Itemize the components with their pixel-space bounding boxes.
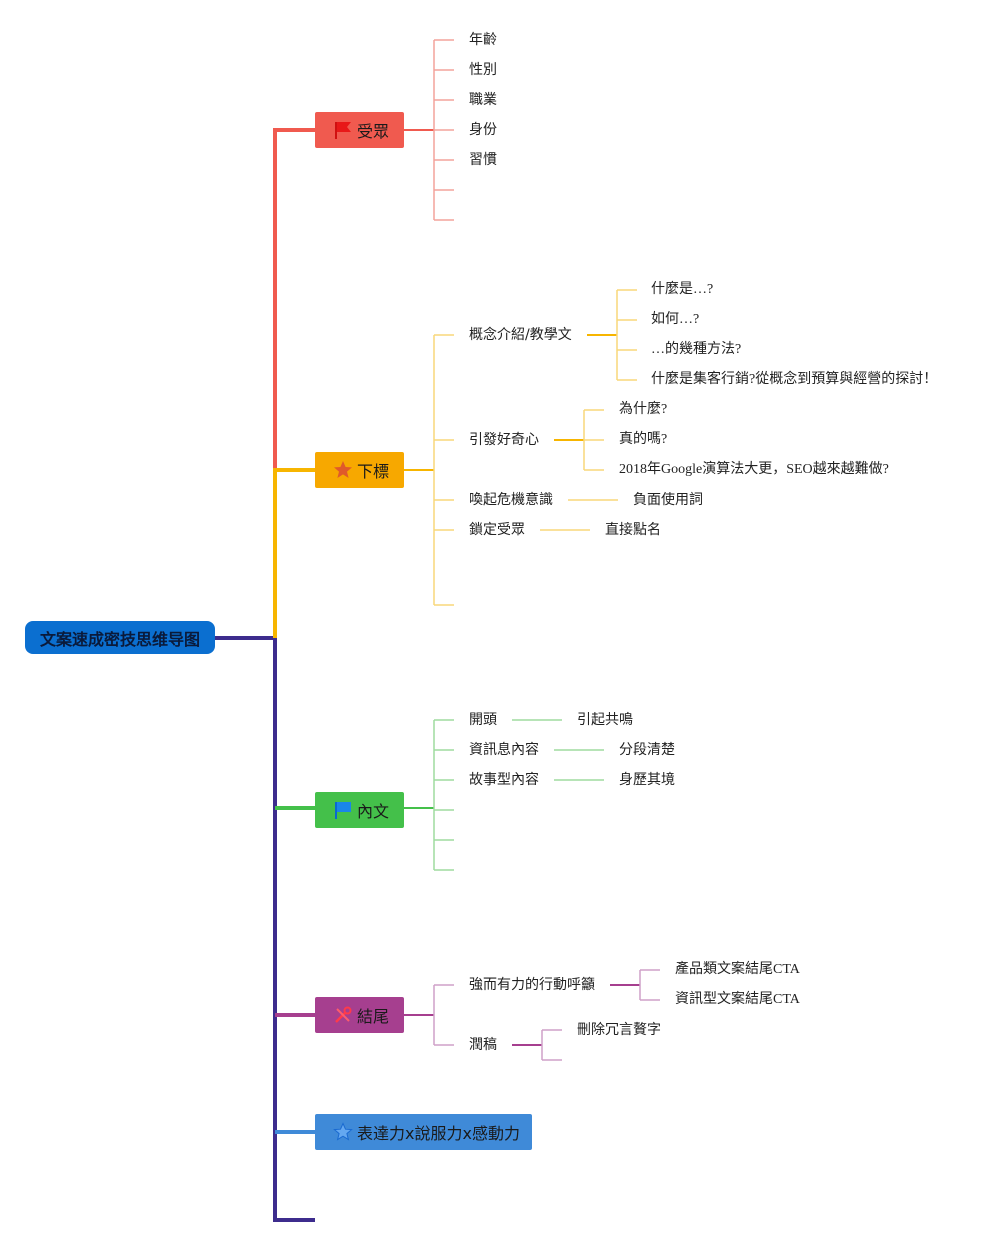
blue-flag-icon	[335, 802, 351, 819]
node-headline-label: 下標	[357, 462, 390, 481]
concept-item-inbound[interactable]: 什麼是集客行銷?從概念到預算與經營的探討！	[651, 372, 938, 387]
node-audience[interactable]: 受眾	[315, 112, 404, 148]
node-ending-label: 結尾	[357, 1007, 390, 1026]
body-item-immersive[interactable]: 身歷其境	[619, 772, 675, 788]
headline-curiosity-topic[interactable]: 引發好奇心	[469, 432, 539, 448]
audience-item-habit[interactable]: 習慣	[469, 152, 497, 168]
star-icon	[334, 461, 352, 478]
node-body-label: 內文	[357, 802, 390, 821]
crisis-item-negative[interactable]: 負面使用詞	[633, 492, 703, 508]
ending-lines	[275, 969, 660, 1061]
audience-lines	[273, 39, 454, 470]
node-body[interactable]: 內文	[315, 792, 404, 828]
body-item-paragraphs[interactable]: 分段清楚	[619, 742, 675, 758]
audience-item-gender[interactable]: 性別	[469, 62, 497, 78]
ending-polish-topic[interactable]: 潤稿	[469, 1037, 497, 1053]
curiosity-item-really[interactable]: 真的嗎?	[619, 432, 668, 447]
root-topic[interactable]: 文案速成密技思维导图	[25, 621, 215, 654]
headline-concept-topic[interactable]: 概念介紹/教學文	[469, 327, 572, 343]
audience-item-age[interactable]: 年齡	[469, 32, 497, 48]
headline-crisis-topic[interactable]: 喚起危機意識	[469, 492, 553, 508]
concept-item-methods[interactable]: …的幾種方法?	[651, 342, 742, 357]
headline-lines	[273, 289, 637, 638]
audience-item-job[interactable]: 職業	[469, 92, 497, 108]
node-express[interactable]: 表達力x說服力x感動力	[315, 1114, 532, 1150]
star-outline-icon	[333, 1122, 353, 1141]
concept-item-how[interactable]: 如何…?	[651, 312, 700, 327]
target-item-name[interactable]: 直接點名	[605, 522, 661, 538]
node-audience-label: 受眾	[357, 122, 390, 141]
node-headline[interactable]: 下標	[315, 452, 404, 488]
cta-item-info[interactable]: 資訊型文案結尾CTA	[675, 992, 800, 1007]
curiosity-item-google[interactable]: 2018年Google演算法大更，SEO越來越難做?	[619, 462, 889, 477]
node-ending[interactable]: 結尾	[315, 997, 404, 1033]
concept-item-what[interactable]: 什麼是…?	[651, 282, 714, 297]
body-topic-story[interactable]: 故事型內容	[469, 772, 539, 788]
red-flag-icon	[335, 122, 351, 139]
body-topic-info[interactable]: 資訊息內容	[469, 742, 539, 758]
node-express-label: 表達力x說服力x感動力	[357, 1124, 520, 1143]
body-item-resonance[interactable]: 引起共鳴	[577, 712, 633, 728]
cta-item-product[interactable]: 產品類文案結尾CTA	[675, 962, 800, 977]
curiosity-item-why[interactable]: 為什麼?	[619, 402, 668, 417]
root-label: 文案速成密技思维导图	[39, 629, 200, 649]
polish-item-trim[interactable]: 刪除冗言贅字	[577, 1022, 661, 1038]
audience-item-identity[interactable]: 身份	[469, 122, 497, 138]
body-lines	[275, 719, 604, 871]
headline-target-topic[interactable]: 鎖定受眾	[469, 522, 525, 538]
ending-cta-topic[interactable]: 強而有力的行動呼籲	[469, 977, 595, 993]
tools-icon	[335, 1006, 352, 1023]
body-topic-opening[interactable]: 開頭	[469, 712, 497, 728]
